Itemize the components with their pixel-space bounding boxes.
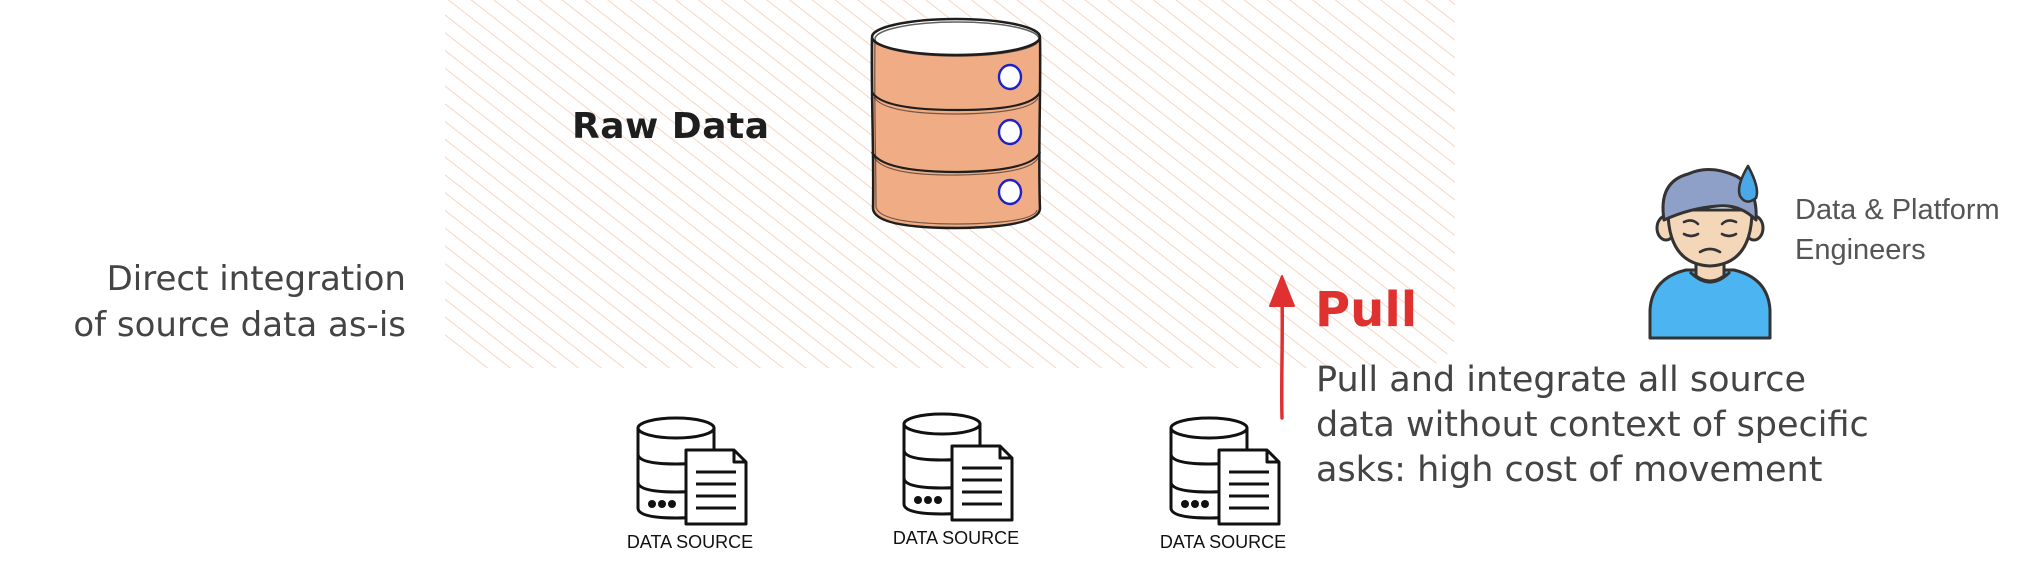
left-note-line1: Direct integration	[106, 259, 406, 299]
data-source-2: DATA SOURCE	[876, 408, 1036, 549]
pull-label: Pull	[1315, 282, 1418, 338]
data-source-label: DATA SOURCE	[892, 528, 1020, 548]
data-source-icon	[1169, 416, 1281, 526]
role-label-line1: Data & Platform	[1795, 194, 2000, 226]
engineer-person-icon	[1648, 164, 1772, 340]
pull-description-line2: data without context of specific	[1316, 405, 1869, 445]
data-source-3: DATA SOURCE	[1143, 412, 1303, 553]
data-source-1: DATA SOURCE	[610, 412, 770, 553]
left-note: Direct integration of source data as-is	[73, 256, 406, 348]
raw-data-label: Raw Data	[572, 106, 770, 147]
pull-arrow-icon	[1269, 275, 1295, 420]
role-label: Data & Platform Engineers	[1795, 190, 2000, 270]
data-source-label: DATA SOURCE	[626, 532, 754, 552]
data-source-icon	[902, 412, 1014, 522]
pull-description-line3: asks: high cost of movement	[1316, 450, 1823, 490]
database-cylinder-icon	[870, 17, 1042, 230]
data-source-label: DATA SOURCE	[1159, 532, 1287, 552]
left-note-line2: of source data as-is	[73, 305, 406, 345]
pull-description: Pull and integrate all source data witho…	[1316, 358, 1869, 493]
pull-description-line1: Pull and integrate all source	[1316, 360, 1807, 400]
data-source-icon	[636, 416, 748, 526]
role-label-line2: Engineers	[1795, 234, 1926, 266]
